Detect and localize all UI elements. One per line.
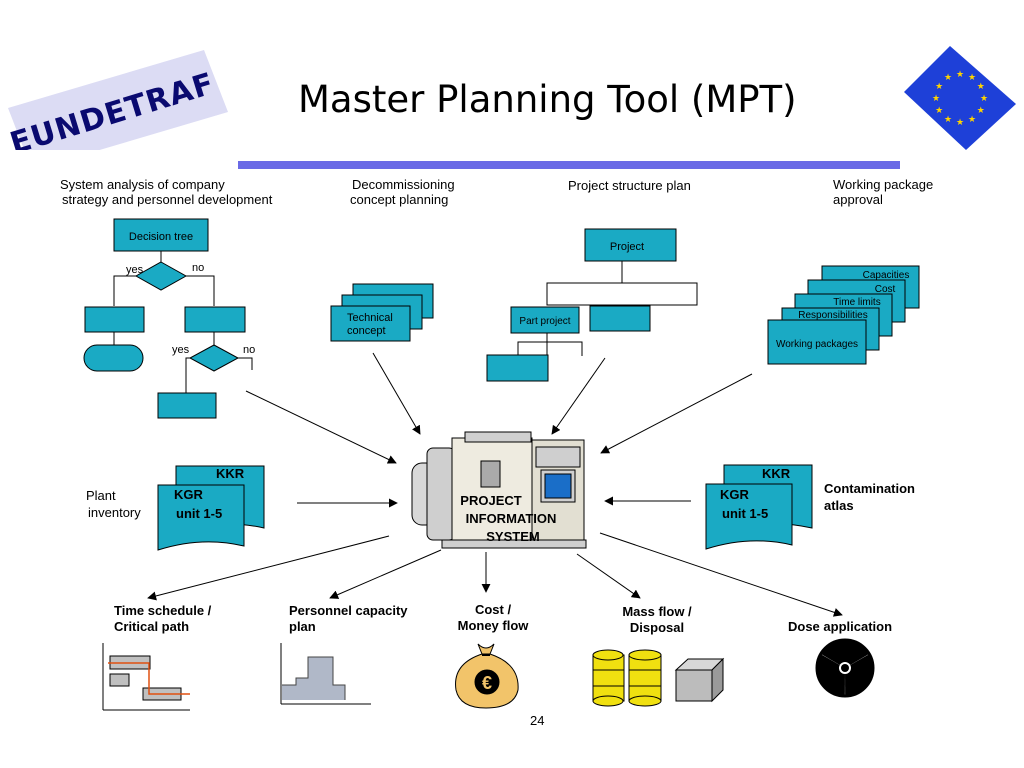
title-underline: [238, 161, 900, 169]
radiation-icon: [815, 638, 875, 698]
svg-text:KGR: KGR: [174, 487, 204, 502]
technical-concept-stack: Technical concept: [330, 283, 434, 342]
flag-star: ★: [944, 114, 952, 124]
svg-text:concept: concept: [347, 325, 386, 337]
label-project-structure: Project structure plan: [568, 178, 691, 193]
gantt-chart-icon: [102, 643, 190, 711]
svg-text:KKR: KKR: [216, 466, 245, 481]
arrow-dose-out: [599, 532, 843, 617]
svg-text:PROJECT: PROJECT: [460, 493, 521, 508]
arrow-packages-in: [600, 373, 753, 454]
arrow-flowchart-in: [245, 390, 397, 464]
plant-inventory-label: Plant inventory: [86, 488, 141, 520]
arrows: [147, 352, 843, 617]
monitor-screen-icon: [544, 473, 572, 499]
eundetraf-logo: EUNDETRAF: [6, 50, 228, 150]
personnel-capacity-chart-icon: [280, 643, 371, 705]
label-decommissioning: Decommissioning concept planning: [350, 177, 455, 207]
decision-diamond: [134, 261, 188, 291]
plant-inventory-docs: KKR KGR unit 1-5: [157, 465, 265, 551]
part-project-box: [510, 306, 580, 334]
svg-text:unit 1-5: unit 1-5: [722, 506, 768, 521]
terminal-shape: [83, 344, 144, 372]
flow-box-c: [157, 392, 217, 419]
svg-text:SYSTEM: SYSTEM: [486, 529, 539, 544]
flag-star: ★: [935, 105, 943, 115]
yes-label-2: yes: [172, 344, 190, 356]
waste-barrels-icon: [592, 649, 662, 707]
flag-star: ★: [977, 105, 985, 115]
arrow-concept-in: [372, 352, 421, 435]
svg-text:Time limits: Time limits: [833, 297, 880, 308]
flag-star: ★: [956, 117, 964, 127]
project-box: [584, 228, 677, 262]
flag-star: ★: [932, 93, 940, 103]
project-tree: Project Part project: [486, 228, 698, 382]
flow-box-b: [184, 306, 246, 333]
flag-star: ★: [977, 81, 985, 91]
contamination-atlas-docs: KKR KGR unit 1-5: [705, 464, 813, 550]
decision-diamond-2: [188, 344, 240, 372]
svg-text:KKR: KKR: [762, 466, 791, 481]
arrow-mass-out: [576, 553, 641, 599]
svg-text:INFORMATION: INFORMATION: [466, 511, 557, 526]
flag-star: ★: [956, 69, 964, 79]
decision-tree-box: [113, 218, 209, 252]
flow-box-a: [84, 306, 145, 333]
flag-star: ★: [968, 114, 976, 124]
svg-text:Working packages: Working packages: [776, 339, 858, 350]
waste-container-icon: [674, 657, 725, 703]
yes-label: yes: [126, 264, 144, 276]
decision-tree-label: Decision tree: [129, 231, 193, 243]
svg-text:Part project: Part project: [519, 316, 570, 327]
page-title: Master Planning Tool (MPT): [298, 78, 797, 121]
dose-application-label: Dose application: [788, 619, 893, 634]
flag-star: ★: [980, 93, 988, 103]
arrow-project-in: [551, 357, 606, 435]
svg-text:KGR: KGR: [720, 487, 750, 502]
personnel-capacity-label: Personnel capacity plan: [289, 603, 408, 634]
page-number: 24: [530, 713, 545, 728]
svg-text:Cost: Cost: [875, 284, 896, 295]
flag-star: ★: [944, 72, 952, 82]
cost-money-flow-label: Cost / Money flow: [457, 602, 529, 633]
svg-text:unit 1-5: unit 1-5: [176, 506, 222, 521]
flag-star: ★: [935, 81, 943, 91]
money-bag-icon: €: [455, 643, 519, 709]
arrow-personnel-out: [329, 549, 442, 599]
no-label: no: [192, 262, 204, 274]
flag-star: ★: [968, 72, 976, 82]
svg-text:Responsibilities: Responsibilities: [798, 310, 867, 321]
label-working-package: Working package approval: [833, 177, 934, 207]
time-schedule-label: Time schedule / Critical path: [114, 603, 212, 634]
svg-text:€: €: [482, 673, 492, 693]
svg-text:Capacities: Capacities: [863, 270, 910, 281]
no-label-2: no: [243, 344, 255, 356]
sub-part-box: [486, 354, 549, 382]
flowchart: Decision tree yes no yes no: [83, 218, 255, 419]
svg-text:Technical: Technical: [347, 312, 393, 324]
working-packages-stack: Capacities Cost Time limits Responsibili…: [767, 265, 920, 365]
svg-text:Project: Project: [610, 241, 644, 253]
label-system-analysis: System analysis of company strategy and …: [60, 177, 273, 207]
project-information-system: PROJECT INFORMATION SYSTEM: [411, 431, 587, 549]
mass-flow-label: Mass flow / Disposal: [622, 604, 692, 635]
contamination-atlas-label: Contamination atlas: [824, 481, 915, 513]
eu-flag-icon: ★★★★★★★★★★★★: [904, 46, 1016, 150]
sub-project-box: [589, 305, 651, 332]
arrow-time-out: [147, 535, 390, 601]
